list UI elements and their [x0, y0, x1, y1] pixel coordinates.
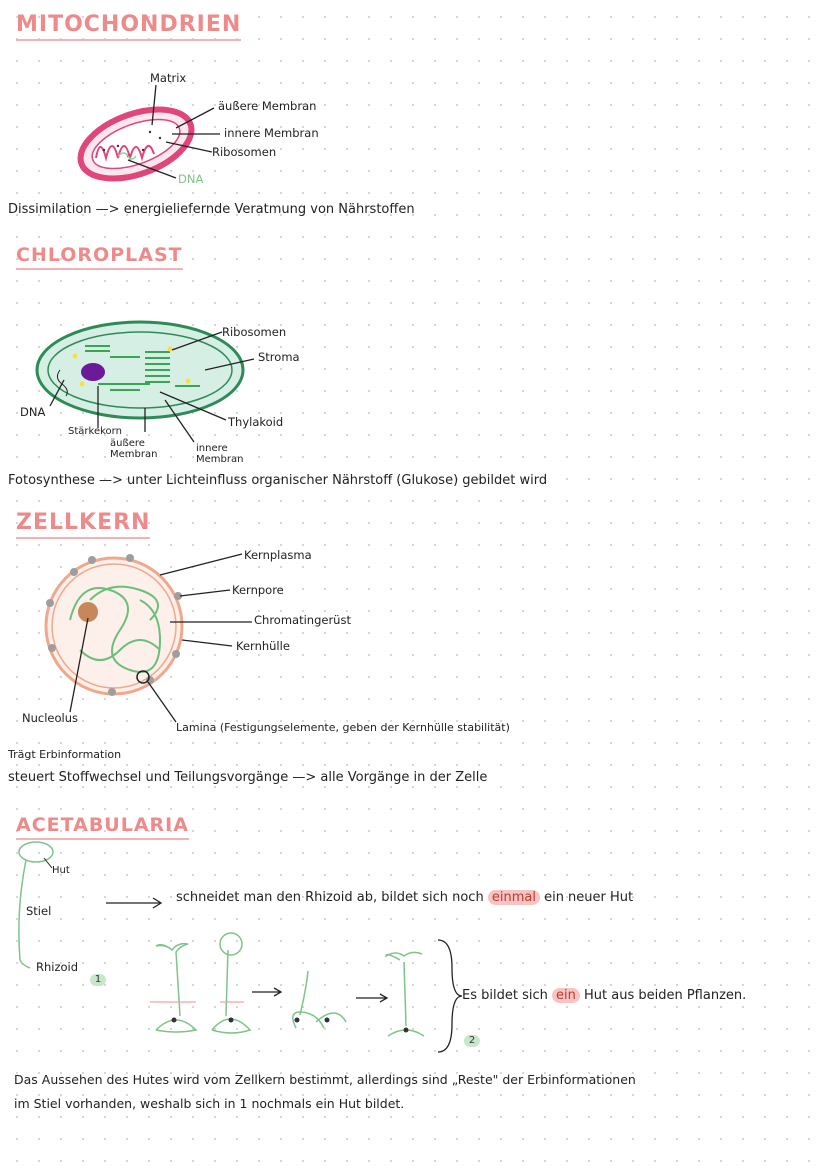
label-kernhuelle: Kernhülle [236, 639, 290, 653]
highlight-ein: ein [552, 988, 580, 1003]
label-dna: DNA [20, 405, 46, 419]
acetabularia-arrows [106, 897, 463, 1053]
experiment-1-text-pre: schneidet man den Rhizoid ab, bildet sic… [176, 890, 484, 905]
conclusion-line-1: Das Aussehen des Hutes wird vom Zellkern… [14, 1072, 636, 1087]
label-ribosomes: Ribosomen [212, 145, 277, 159]
mitochondrion-drawing [77, 84, 220, 182]
label-kernplasma: Kernplasma [244, 548, 312, 562]
nucleus-drawing [44, 553, 252, 723]
label-outer-membrane: äußere Membran [110, 438, 158, 460]
label-rhizoid: Rhizoid [36, 960, 79, 974]
label-dna: DNA [178, 172, 204, 186]
nucleus-note-1: Trägt Erbinformation [8, 748, 122, 761]
badge-experiment-2: 2 [464, 1035, 480, 1047]
label-ribosomes: Ribosomen [222, 325, 287, 339]
label-thylakoid: Thylakoid [228, 415, 284, 429]
nucleus-note-2: steuert Stoffwechsel und Teilungsvorgäng… [8, 770, 488, 785]
label-outer-membrane: äußere Membran [218, 99, 317, 113]
section-title-acetabularia: ACETABULARIA [16, 814, 189, 840]
experiment-2-text-post: Hut aus beiden Pflanzen. [584, 988, 747, 1003]
experiment-2-text-pre: Es bildet sich [462, 988, 548, 1003]
experiment-1-text: schneidet man den Rhizoid ab, bildet sic… [176, 890, 633, 905]
experiment-2-text: Es bildet sich ein Hut aus beiden Pflanz… [462, 988, 746, 1003]
section-title-chloroplast: CHLOROPLAST [16, 244, 183, 270]
experiment-1-text-post: ein neuer Hut [544, 890, 634, 905]
acetabularia-drawing [18, 841, 425, 1037]
section-title-zellkern: ZELLKERN [16, 510, 151, 539]
conclusion-line-2: im Stiel vorhanden, weshalb sich in 1 no… [14, 1096, 405, 1111]
label-matrix: Matrix [150, 71, 187, 85]
chloroplast-drawing [35, 320, 255, 443]
label-stroma: Stroma [258, 350, 300, 364]
label-nucleolus: Nucleolus [22, 711, 78, 725]
label-inner-membrane: innere Membran [224, 126, 319, 140]
highlight-einmal: einmal [487, 890, 540, 905]
label-starch-grain: Stärkekorn [68, 426, 122, 437]
label-kernpore: Kernpore [232, 583, 284, 597]
label-stiel: Stiel [26, 904, 52, 918]
chloro-note: Fotosynthese —> unter Lichteinfluss orga… [8, 473, 548, 488]
label-chromatin: Chromatingerüst [254, 613, 351, 627]
section-title-mitochondrien: MITOCHONDRIEN [16, 12, 242, 41]
badge-experiment-1: 1 [90, 974, 106, 986]
label-inner-membrane: innere Membran [196, 443, 244, 465]
label-hut: Hut [52, 865, 70, 876]
mito-note: Dissimilation —> energieliefernde Veratm… [8, 202, 415, 217]
label-lamina: Lamina (Festigungselemente, geben der Ke… [176, 721, 510, 734]
